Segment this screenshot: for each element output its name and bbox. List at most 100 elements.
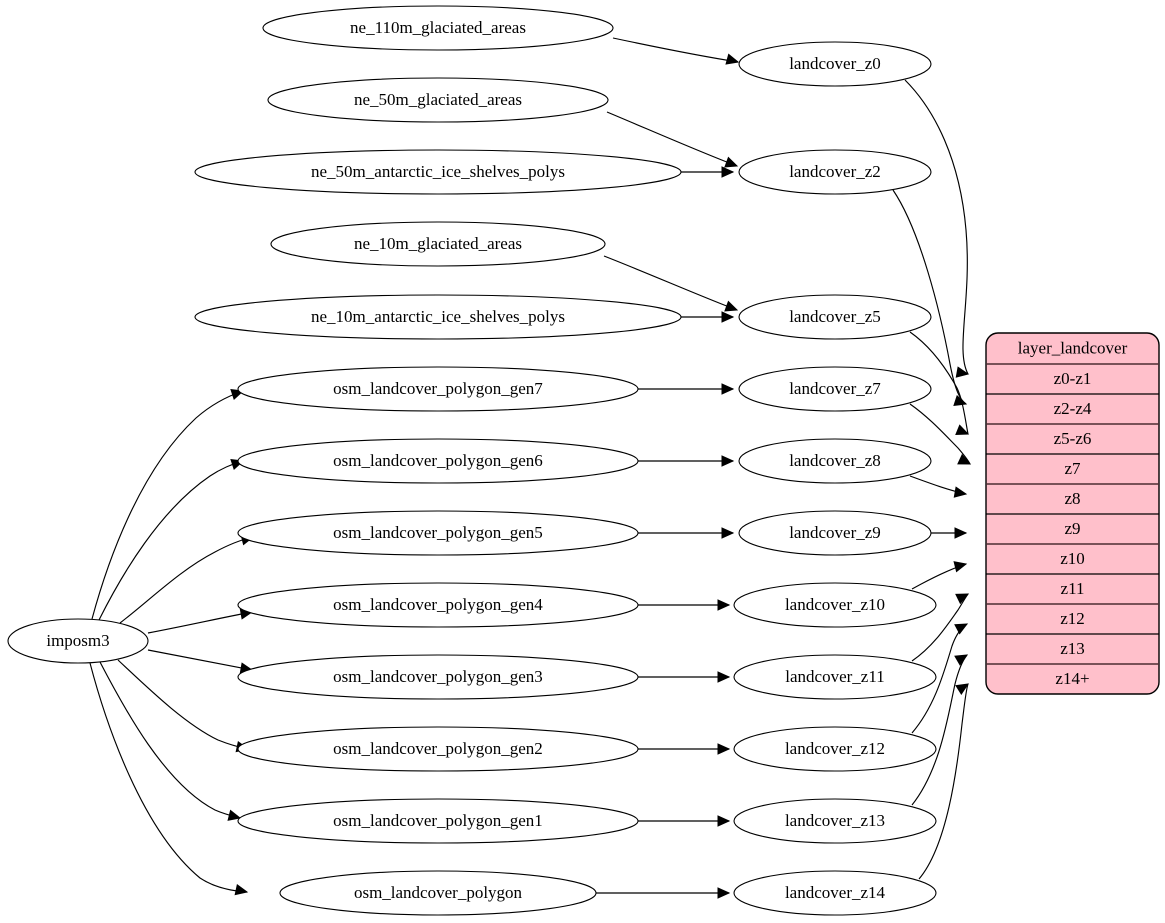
node-imposm3[interactable]: imposm3 — [7, 618, 149, 664]
layer-table-row-label: z9 — [1064, 519, 1080, 538]
node-landcover_z9[interactable]: landcover_z9 — [738, 510, 932, 556]
layer-table-row-label: z2-z4 — [1054, 399, 1092, 418]
node-label-ne_110m_glaciated_areas: ne_110m_glaciated_areas — [350, 18, 526, 37]
node-label-landcover_z2: landcover_z2 — [789, 162, 881, 181]
layer-table-row-z13[interactable]: z13 — [986, 633, 1159, 658]
nodes-layer: imposm3 ne_110m_glaciated_areas ne_50m_gla… — [7, 5, 937, 916]
edge-imposm3-to-osm_landcover_polygon_gen7 — [91, 390, 244, 620]
arrowhead-0 — [725, 53, 740, 65]
layer-landcover-table[interactable]: layer_landcover z0-z1 z2-z4 z5-z6 z7 z8 z9 z10 z… — [985, 332, 1160, 695]
edge-ne_10m_glaciated_areas-to-landcover_z5 — [603, 255, 738, 311]
edge-imposm3-to-osm_landcover_polygon_gen2 — [117, 659, 249, 750]
layer-table-row-label: z14+ — [1055, 669, 1089, 688]
arrowhead-10 — [717, 743, 731, 755]
layer-table-row-z11[interactable]: z11 — [986, 573, 1159, 598]
arrowhead-19 — [227, 809, 242, 821]
node-label-ne_50m_glaciated_areas: ne_50m_glaciated_areas — [354, 90, 522, 109]
node-osm_landcover_polygon_gen6[interactable]: osm_landcover_polygon_gen6 — [237, 438, 639, 484]
node-label-ne_50m_antarctic_ice_shelves_polys: ne_50m_antarctic_ice_shelves_polys — [311, 162, 565, 181]
node-label-landcover_z7: landcover_z7 — [789, 379, 881, 398]
node-osm_landcover_polygon_gen2[interactable]: osm_landcover_polygon_gen2 — [237, 726, 639, 772]
node-landcover_z5[interactable]: landcover_z5 — [738, 294, 932, 340]
node-label-imposm3: imposm3 — [46, 631, 109, 650]
arrowhead-31 — [955, 683, 970, 695]
node-label-ne_10m_glaciated_areas: ne_10m_glaciated_areas — [354, 234, 522, 253]
edge-imposm3-to-osm_landcover_polygon_gen6 — [98, 460, 244, 621]
node-landcover_z10[interactable]: landcover_z10 — [733, 582, 937, 628]
node-label-landcover_z13: landcover_z13 — [785, 811, 885, 830]
node-label-ne_10m_antarctic_ice_shelves_polys: ne_10m_antarctic_ice_shelves_polys — [311, 307, 565, 326]
arrowhead-1 — [724, 156, 739, 168]
node-label-osm_landcover_polygon: osm_landcover_polygon — [354, 883, 523, 902]
arrowheads-layer — [227, 53, 972, 899]
node-landcover_z0[interactable]: landcover_z0 — [738, 41, 932, 87]
node-ne_110m_glaciated_areas[interactable]: ne_110m_glaciated_areas — [262, 5, 614, 51]
layer-table-row-label: z13 — [1060, 639, 1085, 658]
arrowhead-5 — [721, 383, 735, 395]
node-osm_landcover_polygon[interactable]: osm_landcover_polygon — [279, 870, 597, 916]
edge-landcover_z7-to-row_z7 — [909, 403, 971, 465]
arrowhead-2 — [721, 166, 735, 178]
node-osm_landcover_polygon_gen5[interactable]: osm_landcover_polygon_gen5 — [237, 510, 639, 556]
layer-table-row-z8[interactable]: z8 — [986, 483, 1159, 508]
arrowhead-20 — [234, 883, 249, 896]
node-label-osm_landcover_polygon_gen7: osm_landcover_polygon_gen7 — [333, 379, 543, 398]
node-osm_landcover_polygon_gen7[interactable]: osm_landcover_polygon_gen7 — [237, 366, 639, 412]
node-label-landcover_z11: landcover_z11 — [785, 667, 884, 686]
edge-imposm3-to-osm_landcover_polygon_gen5 — [119, 536, 254, 624]
layer-table-row-label: z7 — [1064, 459, 1081, 478]
arrowhead-25 — [953, 486, 968, 498]
layer-table-row-z9[interactable]: z9 — [986, 513, 1159, 538]
layer-table-row-z2-z4[interactable]: z2-z4 — [986, 393, 1159, 418]
node-landcover_z12[interactable]: landcover_z12 — [733, 726, 937, 772]
node-landcover_z13[interactable]: landcover_z13 — [733, 798, 937, 844]
arrowhead-30 — [954, 654, 969, 666]
node-label-landcover_z12: landcover_z12 — [785, 739, 885, 758]
layer-table-row-z7[interactable]: z7 — [986, 453, 1159, 478]
arrowhead-24 — [957, 453, 972, 465]
arrowhead-22 — [953, 394, 968, 406]
edge-imposm3-to-osm_landcover_polygon — [89, 662, 248, 893]
node-label-landcover_z10: landcover_z10 — [785, 595, 885, 614]
node-landcover_z14[interactable]: landcover_z14 — [733, 870, 937, 916]
node-label-osm_landcover_polygon_gen6: osm_landcover_polygon_gen6 — [333, 451, 543, 470]
layer-table-row-z0-z1[interactable]: z0-z1 — [1054, 369, 1092, 388]
node-landcover_z11[interactable]: landcover_z11 — [733, 654, 937, 700]
layer-table-row-label: z12 — [1060, 609, 1085, 628]
arrowhead-29 — [954, 623, 969, 635]
node-label-osm_landcover_polygon_gen5: osm_landcover_polygon_gen5 — [333, 523, 543, 542]
layer-table-row-label: z11 — [1061, 579, 1085, 598]
layer-table-row-z12[interactable]: z12 — [986, 603, 1159, 628]
node-osm_landcover_polygon_gen3[interactable]: osm_landcover_polygon_gen3 — [237, 654, 639, 700]
node-landcover_z7[interactable]: landcover_z7 — [738, 366, 932, 412]
edge-imposm3-to-osm_landcover_polygon_gen3 — [147, 649, 253, 671]
node-label-landcover_z14: landcover_z14 — [785, 883, 886, 902]
arrowhead-9 — [717, 671, 731, 683]
edge-landcover_z0-to-row_z0-z1 — [904, 79, 969, 375]
node-label-landcover_z0: landcover_z0 — [789, 54, 881, 73]
node-osm_landcover_polygon_gen4[interactable]: osm_landcover_polygon_gen4 — [237, 582, 639, 628]
node-landcover_z2[interactable]: landcover_z2 — [738, 149, 932, 195]
layer-table-row-z14+[interactable]: z14+ — [986, 663, 1159, 688]
arrowhead-3 — [724, 300, 739, 312]
edge-ne_50m_glaciated_areas-to-landcover_z2 — [606, 111, 738, 167]
layer-table-row-label: z0-z1 — [1054, 369, 1092, 388]
node-osm_landcover_polygon_gen1[interactable]: osm_landcover_polygon_gen1 — [237, 798, 639, 844]
layer-table-row-label: z5-z6 — [1054, 429, 1092, 448]
node-label-osm_landcover_polygon_gen2: osm_landcover_polygon_gen2 — [333, 739, 543, 758]
edge-imposm3-to-osm_landcover_polygon_gen4 — [147, 611, 253, 634]
node-ne_10m_antarctic_ice_shelves_polys[interactable]: ne_10m_antarctic_ice_shelves_polys — [194, 294, 682, 340]
node-landcover_z8[interactable]: landcover_z8 — [738, 438, 932, 484]
node-ne_10m_glaciated_areas[interactable]: ne_10m_glaciated_areas — [270, 221, 606, 267]
node-ne_50m_antarctic_ice_shelves_polys[interactable]: ne_50m_antarctic_ice_shelves_polys — [194, 149, 682, 195]
arrowhead-7 — [721, 527, 735, 539]
layer-table-header: layer_landcover — [1018, 338, 1128, 357]
arrowhead-28 — [955, 593, 970, 605]
arrowhead-21 — [955, 366, 970, 378]
layer-table-row-z5-z6[interactable]: z5-z6 — [986, 423, 1159, 448]
layer-table-row-z10[interactable]: z10 — [986, 543, 1159, 568]
node-ne_50m_glaciated_areas[interactable]: ne_50m_glaciated_areas — [267, 77, 609, 123]
arrowhead-12 — [717, 887, 731, 899]
